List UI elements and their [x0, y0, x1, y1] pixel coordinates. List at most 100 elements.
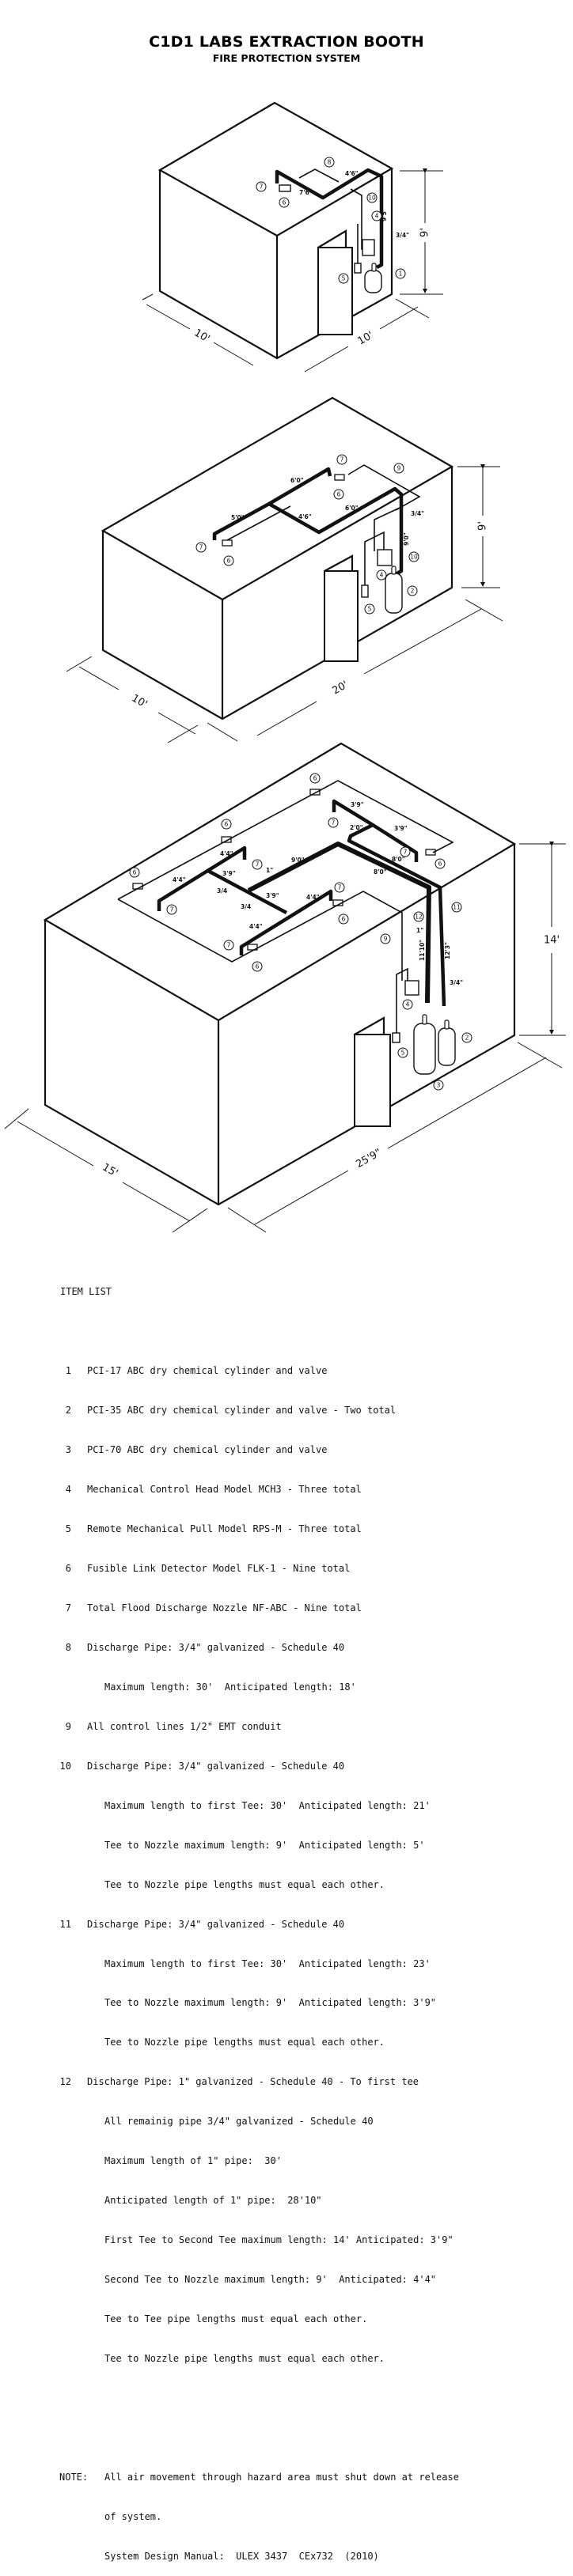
fusible-link-detector [247, 944, 258, 951]
pipe-length-label: 11'10" [419, 940, 426, 961]
item-number: 3 [65, 1444, 71, 1456]
booth-top [157, 101, 394, 237]
item-detail: Anticipated length of 1" pipe: 28'10" [104, 2195, 322, 2207]
pipe-size-label: 1" [416, 927, 423, 934]
pipe-size-label: 3/4" [450, 979, 463, 986]
item-detail: Second Tee to Nozzle maximum length: 9' … [104, 2274, 437, 2286]
discharge-pipe [157, 799, 446, 1007]
svg-text:2: 2 [465, 1035, 469, 1042]
cylinder-pci-17 [364, 263, 382, 293]
control-head [362, 239, 375, 256]
pipe-size-label: 3/4 [241, 903, 251, 910]
item-balloon: 6 [223, 555, 234, 566]
pipe-length-label: 3'9" [266, 892, 279, 899]
pipe-length-label: 9'5" [381, 208, 388, 221]
svg-text:6: 6 [133, 869, 137, 876]
detector-control-lines [117, 780, 454, 1035]
svg-text:6: 6 [337, 491, 341, 498]
svg-text:7: 7 [404, 849, 408, 856]
item-balloon: 6 [338, 914, 349, 925]
svg-text:7: 7 [256, 861, 260, 868]
svg-text:6: 6 [342, 916, 346, 923]
booth-drawing-15x25: 3'9" 2'0" 3'9" 4'4" 4'4" 9'0" 8'0" 8'0" … [4, 742, 566, 1233]
item-balloon: 11 [451, 902, 462, 913]
item-number: 9 [65, 1720, 71, 1732]
item-number: 1 [65, 1365, 71, 1377]
svg-text:6: 6 [256, 963, 260, 970]
item-number: 8 [65, 1641, 71, 1653]
item-balloon: 6 [279, 197, 290, 208]
note-text: of system. [104, 2510, 162, 2522]
remote-pull-station [392, 1032, 400, 1043]
pipe-size-label: 3/4" [396, 232, 409, 239]
note-text: All air movement through hazard area mus… [104, 2471, 459, 2483]
booth-drawing-10x20: 6'0" 5'0" 4'6" 6'0" 9'0" 3/4" 7 9 6 7 6 … [66, 396, 503, 743]
svg-text:7: 7 [338, 884, 342, 891]
pipe-length-label: 3'9" [222, 870, 236, 877]
svg-text:6: 6 [225, 821, 229, 828]
item-text: Discharge Pipe: 3/4" galvanized - Schedu… [87, 1641, 345, 1653]
detector-control-lines [222, 464, 421, 587]
fusible-link-detector [222, 539, 233, 547]
item-balloon: 4 [376, 569, 387, 581]
svg-text:10: 10 [368, 195, 376, 202]
svg-text:6: 6 [438, 861, 442, 868]
note: NOTE:All air movement through hazard are… [0, 2471, 573, 2484]
pipe-length-label: 12'3" [444, 942, 451, 959]
item-balloon: 7 [336, 454, 347, 465]
svg-text:4: 4 [406, 1001, 410, 1008]
pipe-length-label: 4'4" [249, 923, 263, 930]
pipe-length-label: 4'4" [306, 894, 320, 901]
item-balloon: 7 [334, 882, 345, 893]
isometric-drawings: 4'6" 7'6" 9'5" 3/4" 7 6 8 10 4 5 1 9' 10… [4, 101, 566, 1233]
length-dimension: 10' [356, 329, 376, 347]
width-dimension: 15' [101, 1161, 120, 1179]
item-balloon: 7 [195, 542, 207, 553]
pipe-length-label: 4'6" [298, 513, 312, 520]
item-detail: Maximum length of 1" pipe: 30' [104, 2155, 282, 2167]
pipe-length-label: 4'4" [220, 850, 233, 857]
item-balloon: 4 [371, 210, 382, 221]
svg-text:7: 7 [340, 456, 344, 463]
fusible-link-detector [132, 883, 143, 890]
fusible-link-detector [221, 836, 232, 843]
item-balloon: 7 [252, 859, 263, 870]
item-balloon: 5 [364, 603, 375, 615]
pipe-size-label: 1" [266, 867, 273, 874]
svg-text:12: 12 [415, 914, 423, 921]
item-balloon: 8 [324, 157, 335, 168]
item-detail: Tee to Nozzle pipe lengths must equal ea… [104, 2037, 385, 2048]
item-balloon: 6 [252, 961, 263, 972]
control-head [404, 980, 419, 996]
pipe-size-label: 3/4 [217, 887, 227, 895]
svg-text:9: 9 [384, 936, 388, 943]
item-text: Discharge Pipe: 3/4" galvanized - Schedu… [87, 1918, 345, 1930]
pipe-length-label: 6'0" [345, 505, 359, 512]
item-number: 7 [65, 1602, 71, 1613]
remote-pull-station [361, 584, 369, 598]
item-text: PCI-17 ABC dry chemical cylinder and val… [87, 1365, 328, 1377]
svg-text:2: 2 [411, 588, 415, 595]
length-dimension: 25'9" [354, 1147, 383, 1171]
pipe-length-label: 3'9" [351, 801, 364, 808]
booth-door [317, 229, 353, 335]
length-dimension: 20' [331, 679, 351, 697]
item-balloon: 2 [461, 1032, 472, 1043]
height-dimension: 9' [477, 521, 489, 531]
pipe-length-label: 9'0" [403, 532, 410, 546]
fusible-link-detector [334, 474, 345, 481]
svg-text:7: 7 [170, 906, 174, 914]
height-dimension: 14' [544, 935, 560, 947]
discharge-pipe [212, 467, 404, 576]
fusible-link-detector [425, 849, 436, 856]
item-balloon: 6 [309, 773, 321, 784]
item-text: Total Flood Discharge Nozzle NF-ABC - Ni… [87, 1602, 362, 1613]
item-balloon: 6 [434, 858, 446, 869]
height-dimension: 9' [419, 228, 431, 237]
